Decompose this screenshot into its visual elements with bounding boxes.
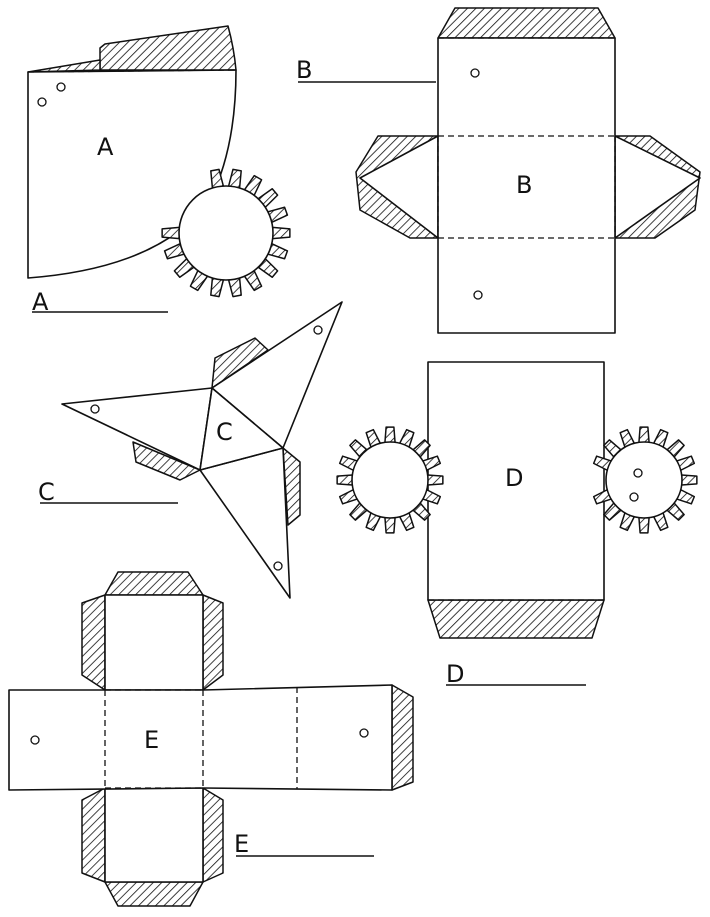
net-d-name-label: D <box>446 660 464 688</box>
net-b-hole-2 <box>473 290 483 300</box>
glue-tooth <box>271 226 291 240</box>
net-a-glue-tab <box>99 25 237 71</box>
glue-tooth <box>384 516 396 534</box>
net-e-row <box>8 684 393 791</box>
net-a-shape-label: A <box>97 133 114 161</box>
net-d-left-circle <box>336 426 444 534</box>
glue-tooth <box>680 474 698 486</box>
net-e-hole-1 <box>30 735 40 745</box>
net-e-cube: E E <box>8 571 414 907</box>
glue-tooth <box>227 277 242 298</box>
net-b-hole-1 <box>470 68 480 78</box>
net-b-top-tab <box>437 7 616 39</box>
circle-face <box>605 441 683 519</box>
net-c-shape-label: C <box>216 418 233 446</box>
glue-tooth <box>210 277 225 298</box>
net-e-face-top <box>104 594 204 691</box>
net-a-name-label: A <box>32 288 49 316</box>
net-e-hole-2 <box>359 728 369 738</box>
net-b-prism: B B <box>296 7 701 334</box>
glue-tooth <box>638 426 650 444</box>
net-a-hole-2 <box>56 82 66 92</box>
net-c-tetrahedron: C C <box>38 301 343 599</box>
net-e-right-tab <box>391 684 414 791</box>
glue-tooth <box>638 516 650 534</box>
net-c-tab-right <box>282 447 301 526</box>
net-b-strip <box>437 37 616 334</box>
glue-tooth <box>161 226 181 240</box>
net-e-bottom-right-tab <box>202 787 224 883</box>
net-e-shape-label: E <box>144 726 159 754</box>
net-a-cone: A A <box>27 25 291 316</box>
net-d-bottom-tab <box>427 599 605 639</box>
circle-face <box>351 441 429 519</box>
net-c-name-label: C <box>38 478 55 506</box>
net-c-hole-2 <box>90 404 100 414</box>
circle-face <box>178 185 274 281</box>
glue-tooth <box>336 474 354 486</box>
net-e-name-label: E <box>234 830 249 858</box>
glue-tooth <box>227 168 242 189</box>
net-e-bottom-left-tab <box>81 787 106 883</box>
net-c-face-bottom <box>199 447 291 599</box>
glue-tooth <box>426 474 444 486</box>
net-d-shape-label: D <box>505 464 523 492</box>
net-a-fold-line <box>27 69 237 73</box>
net-e-bottom-tab <box>104 881 204 907</box>
net-e-top-tab <box>104 571 204 596</box>
net-d-body <box>427 361 605 601</box>
net-e-face-bottom <box>104 787 204 883</box>
net-d-hole-1 <box>633 468 643 478</box>
net-d-right-circle <box>592 426 698 534</box>
net-c-tab-left <box>132 441 201 481</box>
net-d-cylinder: D D <box>336 361 698 688</box>
net-a-base-circle <box>161 168 291 298</box>
net-d-hole-2 <box>629 492 639 502</box>
net-c-hole-1 <box>313 325 323 335</box>
net-b-name-label: B <box>296 56 312 84</box>
net-a-glue-tab-small <box>27 59 101 73</box>
net-a-hole-1 <box>37 97 47 107</box>
net-e-top-left-tab <box>81 594 106 691</box>
net-b-shape-label: B <box>516 171 532 199</box>
glue-tooth <box>384 426 396 444</box>
net-c-hole-3 <box>273 561 283 571</box>
net-e-top-right-tab <box>202 594 224 691</box>
